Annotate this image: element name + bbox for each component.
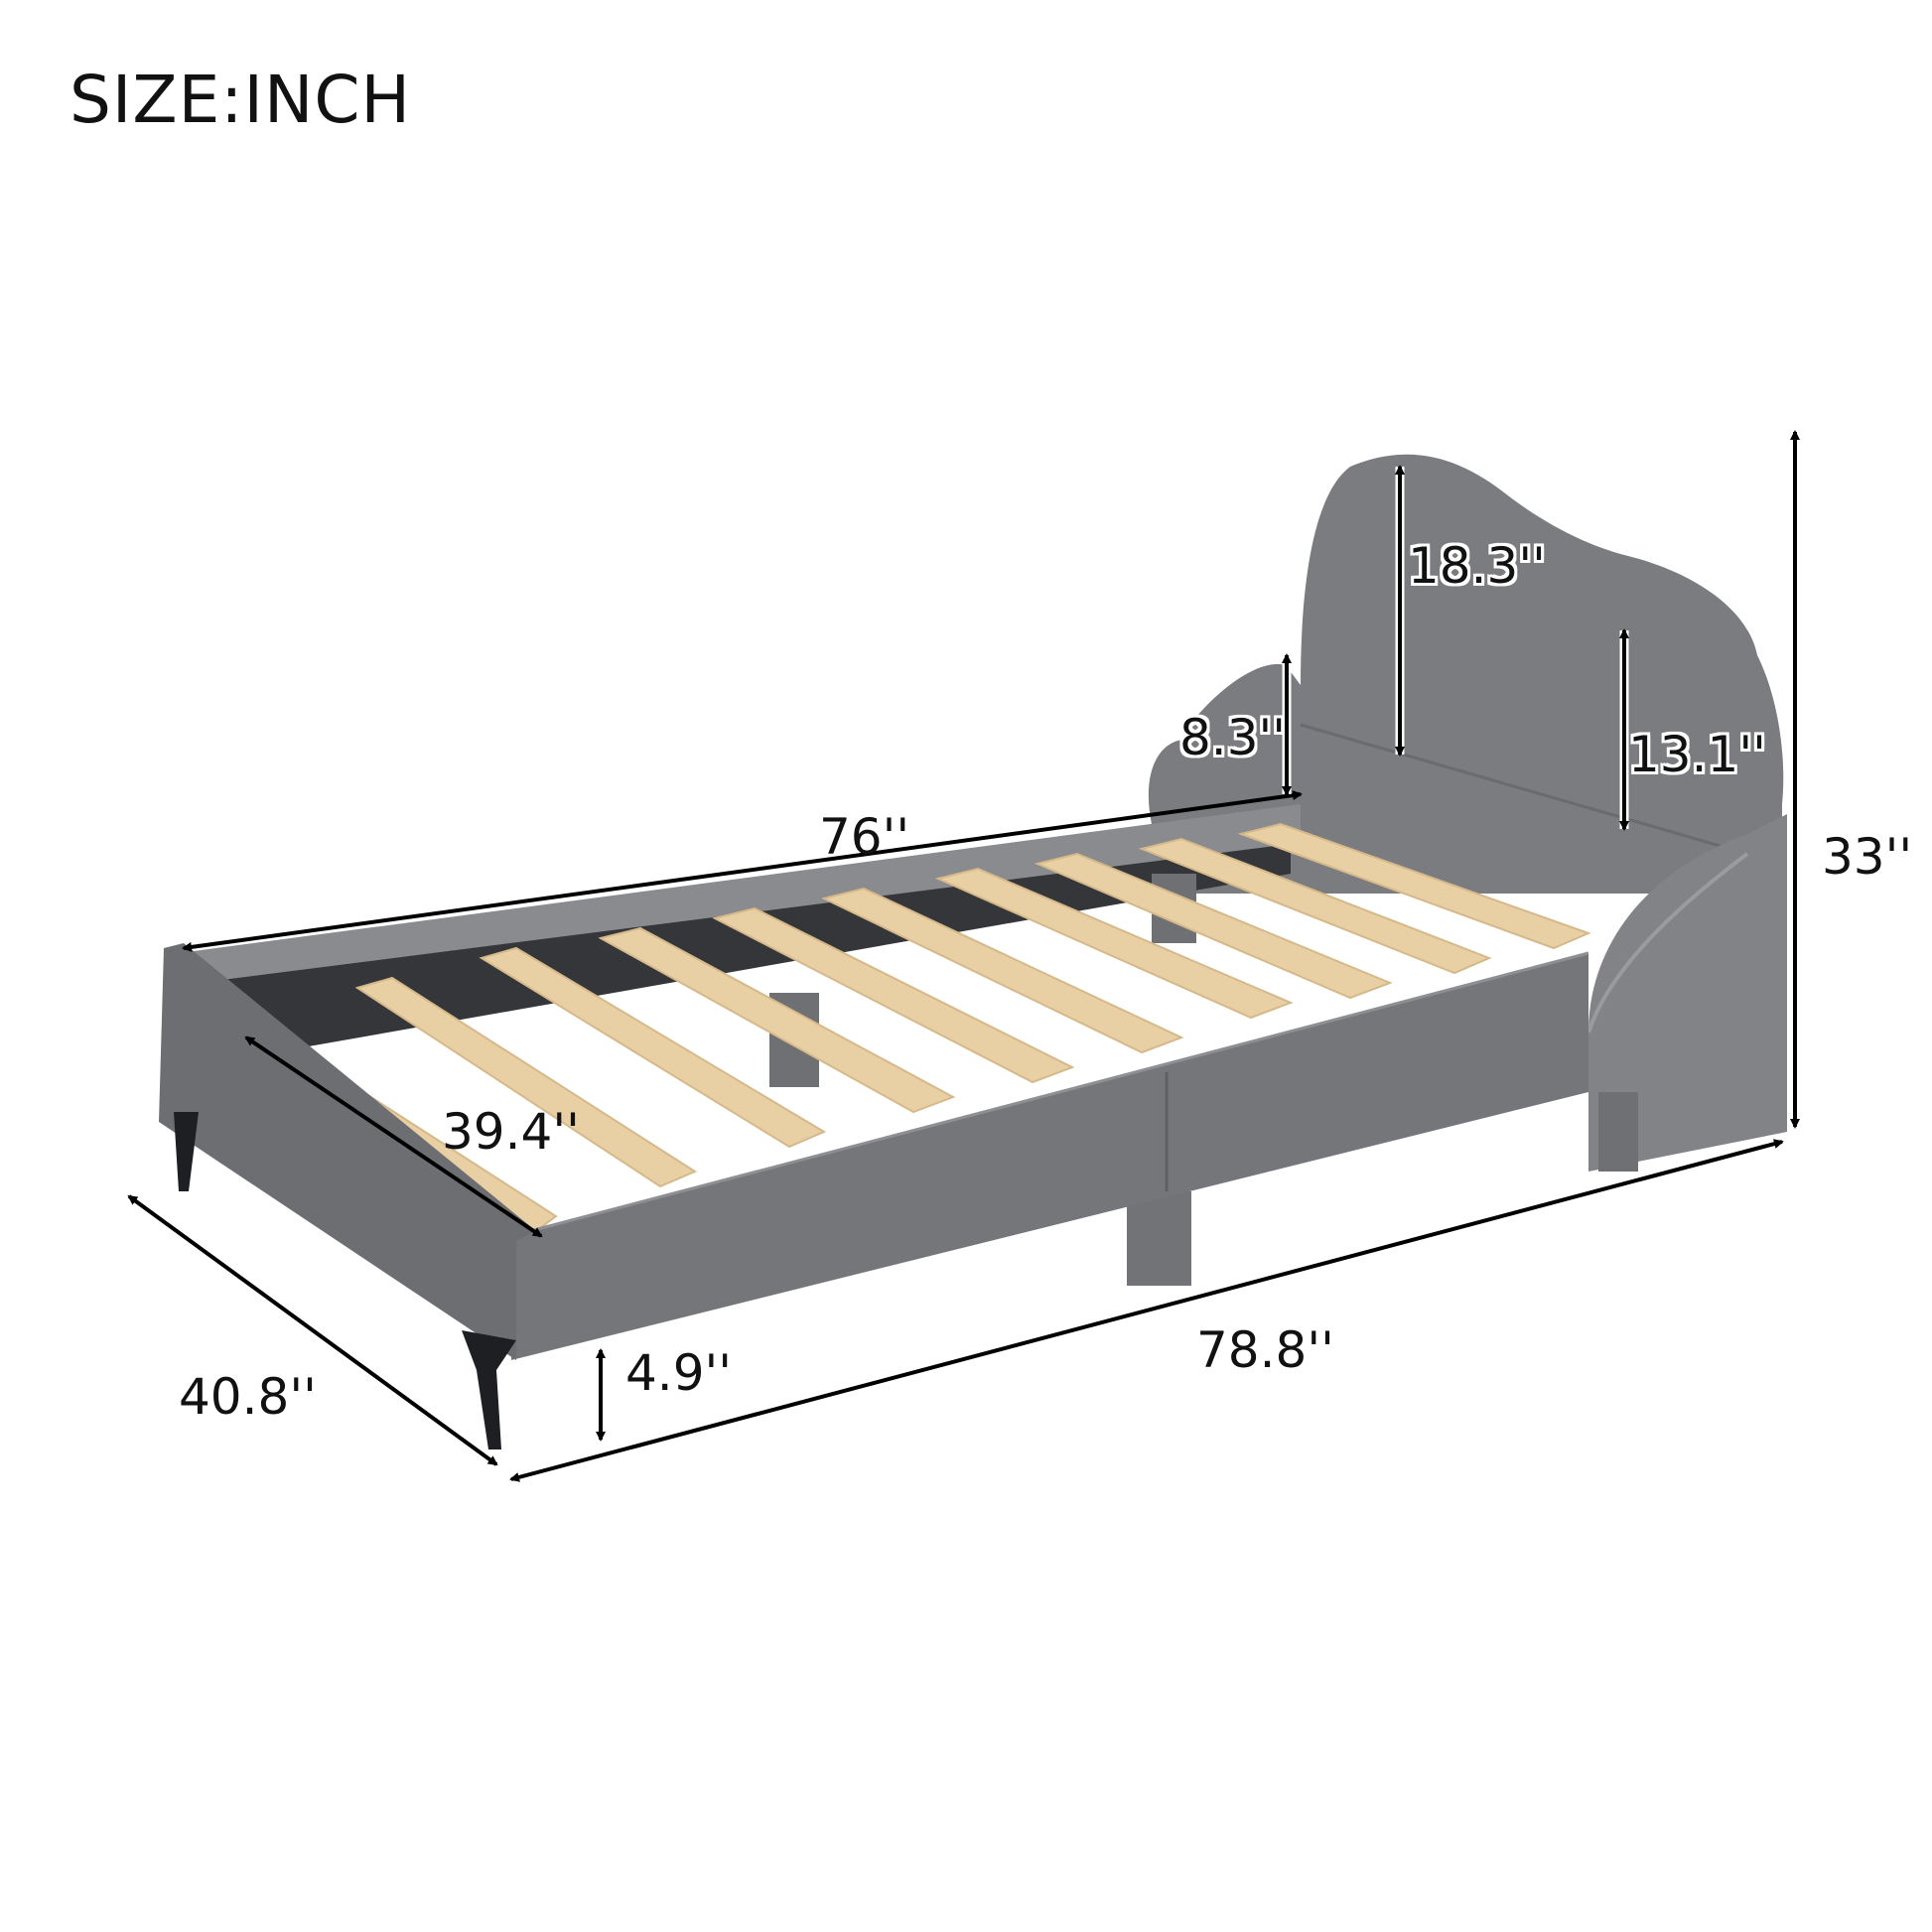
overall-width-arrow bbox=[127, 1194, 498, 1466]
leg-clearance-label: 4.9'' bbox=[625, 1344, 733, 1402]
overall-length-label: 78.8'' bbox=[1196, 1321, 1334, 1379]
headboard-left-label: 8.3'' bbox=[1179, 709, 1287, 766]
head-side-arm bbox=[1587, 814, 1787, 1172]
overall-height-label: 33'' bbox=[1822, 828, 1913, 886]
size-unit-title: SIZE:INCH bbox=[69, 62, 412, 138]
inner-length-arrow bbox=[182, 790, 1303, 952]
overall-width-label: 40.8'' bbox=[179, 1368, 317, 1426]
headboard-right-label: 13.1'' bbox=[1628, 726, 1766, 783]
overall-length-arrow bbox=[509, 1139, 1784, 1482]
headboard-dimension-lines bbox=[1282, 465, 1629, 831]
inner-length-label: 76'' bbox=[819, 808, 910, 866]
head-leg bbox=[1598, 1092, 1638, 1172]
slat-length-label: 39.4'' bbox=[442, 1103, 580, 1161]
headboard-center-label: 18.3'' bbox=[1408, 537, 1546, 595]
center-support-leg-front bbox=[1127, 1191, 1191, 1286]
dimension-lines bbox=[127, 430, 1800, 1482]
